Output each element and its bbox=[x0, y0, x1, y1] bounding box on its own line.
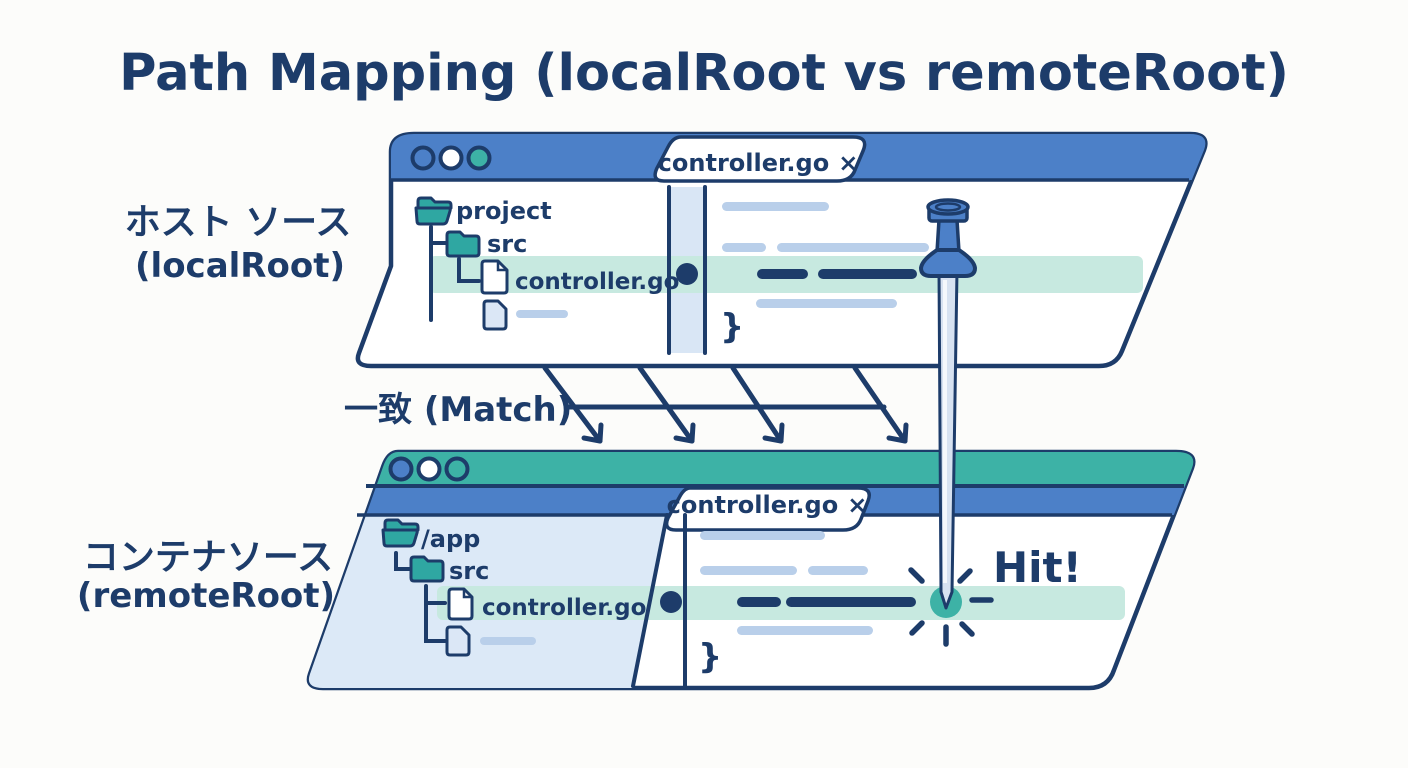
page-title: Path Mapping (localRoot vs remoteRoot) bbox=[119, 44, 1289, 103]
code-line-highlighted bbox=[737, 597, 781, 607]
pushpin-flange bbox=[919, 248, 977, 278]
folder-open-icon bbox=[414, 196, 453, 226]
host-file-tree: project src controller.go bbox=[414, 196, 679, 331]
code-line bbox=[808, 566, 868, 575]
code-line bbox=[480, 637, 536, 645]
host-label-jp: ホスト ソース bbox=[125, 202, 352, 243]
container-label-en: (remoteRoot) bbox=[77, 576, 335, 616]
container-editor-tab bbox=[664, 486, 871, 532]
folder-icon bbox=[445, 230, 481, 258]
host-editor-tab bbox=[653, 135, 867, 183]
code-line bbox=[722, 202, 829, 211]
closing-brace: } bbox=[698, 637, 722, 677]
window-button-maximize bbox=[466, 145, 492, 171]
hit-label: Hit! bbox=[993, 543, 1082, 592]
file-icon bbox=[480, 259, 509, 295]
window-button-close bbox=[410, 145, 436, 171]
tree-item-project: project bbox=[456, 197, 552, 225]
tree-item-src: src bbox=[487, 230, 527, 258]
container-source-label: コンテナソース (remoteRoot) bbox=[77, 537, 335, 616]
host-tab-title: controller.go × bbox=[658, 149, 859, 177]
window-button-minimize bbox=[416, 456, 442, 482]
tree-item-controller-go: controller.go bbox=[482, 595, 646, 621]
window-button-minimize bbox=[438, 145, 464, 171]
tree-branch-line bbox=[457, 257, 481, 283]
code-line bbox=[700, 566, 797, 575]
window-button-maximize bbox=[444, 456, 470, 482]
container-code-area: } bbox=[698, 531, 916, 677]
container-label-jp: コンテナソース bbox=[83, 537, 333, 578]
tree-item-src: src bbox=[449, 557, 489, 585]
code-line bbox=[756, 299, 897, 308]
file-icon bbox=[482, 299, 508, 331]
container-panel-divider bbox=[631, 513, 669, 688]
tab-close-icon: × bbox=[838, 149, 858, 177]
closing-brace: } bbox=[720, 307, 744, 347]
code-line bbox=[777, 243, 929, 252]
host-code-area: } bbox=[720, 202, 929, 347]
code-line-highlighted bbox=[786, 597, 916, 607]
breakpoint-dot bbox=[660, 591, 682, 613]
tree-item-app: /app bbox=[421, 525, 480, 553]
host-source-label: ホスト ソース (localRoot) bbox=[125, 202, 352, 286]
container-tab-label: controller.go bbox=[667, 491, 839, 519]
code-line-highlighted bbox=[757, 269, 808, 279]
file-icon bbox=[445, 625, 471, 657]
folder-open-icon bbox=[381, 518, 420, 548]
container-window: controller.go × /app src bbox=[306, 449, 1196, 691]
code-line bbox=[722, 243, 766, 252]
tab-close-icon: × bbox=[847, 491, 867, 519]
match-arrows bbox=[542, 365, 909, 444]
pushpin-icon bbox=[919, 198, 977, 610]
match-arrow bbox=[637, 365, 696, 444]
file-icon bbox=[447, 587, 474, 621]
tree-item-controller-go: controller.go bbox=[515, 269, 679, 295]
pushpin-cap-rim bbox=[934, 202, 962, 212]
tree-branch-line bbox=[394, 551, 413, 571]
container-tab-title: controller.go × bbox=[667, 491, 868, 519]
pushpin-cap-top bbox=[926, 198, 970, 216]
code-line bbox=[516, 310, 568, 318]
match-label: 一致 (Match) bbox=[344, 390, 572, 430]
pushpin-neck bbox=[935, 218, 961, 254]
match-arrow bbox=[852, 365, 909, 444]
host-window: controller.go × project src bbox=[355, 131, 1208, 369]
code-line-highlighted bbox=[818, 269, 917, 279]
window-button-close bbox=[388, 456, 414, 482]
match-arrow bbox=[542, 365, 604, 444]
host-tab-label: controller.go bbox=[658, 149, 830, 177]
container-file-tree: /app src controller.go bbox=[381, 518, 646, 657]
folder-icon bbox=[409, 555, 445, 583]
host-label-en: (localRoot) bbox=[135, 246, 345, 286]
code-line bbox=[700, 531, 825, 540]
breakpoint-dot bbox=[676, 263, 698, 285]
match-arrow bbox=[730, 365, 785, 444]
code-line bbox=[737, 626, 873, 635]
